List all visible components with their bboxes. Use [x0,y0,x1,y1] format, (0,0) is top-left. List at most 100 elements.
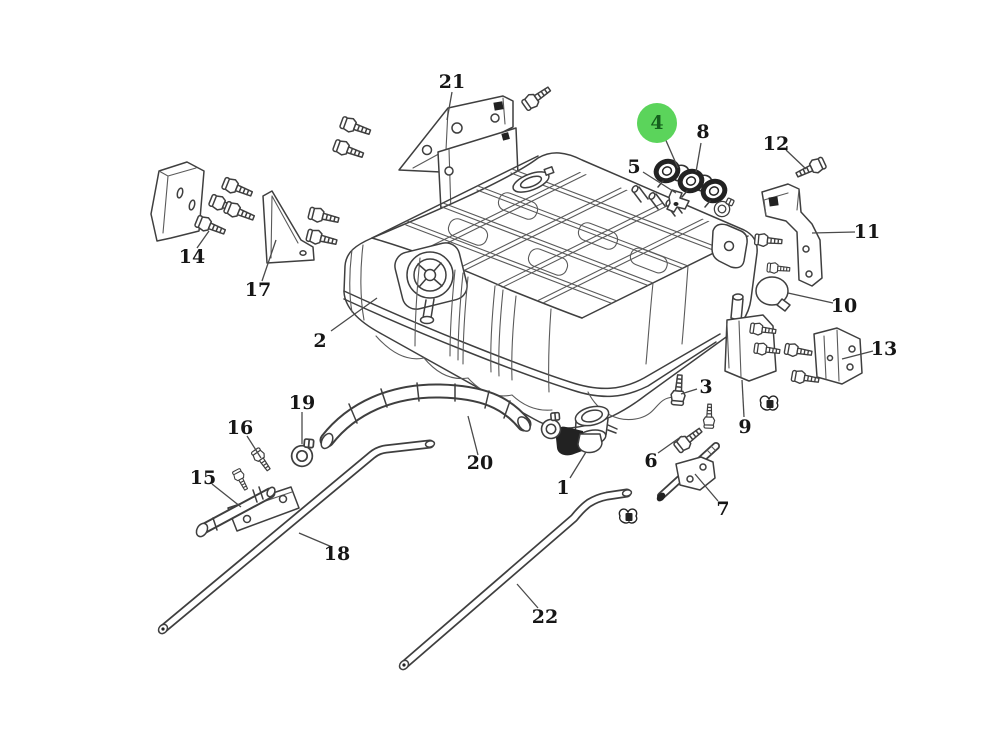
bracket-11 [761,183,823,287]
callout-leader-line [663,135,679,169]
hose-clamp-19 [288,436,319,469]
fitting-5 [666,189,690,213]
pipe-7-with-bracket [656,442,720,502]
fuel-tank-body [343,152,758,429]
callout-number: 4 [650,112,663,134]
bolt [766,261,791,276]
callout-10[interactable]: 10 [787,292,857,317]
pipe-22 [398,488,633,671]
callout-leader-line [695,142,702,173]
callout-leader-line [261,239,277,282]
bolt [790,368,821,388]
bolt [753,232,784,249]
hose-20 [319,382,532,450]
pipe-15-with-flange [195,486,300,538]
callout-number: 2 [313,330,326,352]
callout-22[interactable]: 22 [516,583,558,628]
callout-21[interactable]: 21 [439,71,465,121]
bolt [193,213,228,240]
callout-number: 12 [763,133,789,155]
callout-18[interactable]: 18 [298,532,350,565]
callout-16[interactable]: 16 [227,417,262,459]
callout-number: 21 [439,71,465,93]
callout-20[interactable]: 20 [467,415,493,474]
filler-cap [394,242,468,325]
bracket-21 [398,95,514,173]
callout-14[interactable]: 14 [179,230,210,268]
valve-1 [555,405,618,456]
callout-leader-line [196,230,210,249]
bolt [519,82,554,113]
callout-number: 13 [871,338,897,360]
callout-leader-line [680,388,698,395]
callout-6[interactable]: 6 [644,435,683,472]
bolt [338,114,373,140]
bolt [222,199,257,226]
callout-5[interactable]: 5 [627,156,677,194]
callout-number: 6 [644,450,657,472]
callout-8[interactable]: 8 [695,121,710,173]
bolt [306,205,341,228]
callout-leader-line [569,451,587,479]
callout-leader-line [467,415,479,456]
bolt [783,341,814,361]
callout-11[interactable]: 11 [811,221,880,243]
callout-leader-line [246,435,262,459]
callout-7[interactable]: 7 [694,473,730,520]
callout-3[interactable]: 3 [680,376,713,398]
callout-15[interactable]: 15 [190,467,242,508]
callout-leader-line [642,171,677,194]
bracket-14 [150,161,205,242]
callout-12[interactable]: 12 [763,133,807,170]
callout-17[interactable]: 17 [245,239,277,301]
callout-leader-line [787,292,834,304]
pipe-18 [157,439,436,635]
callout-number: 1 [556,477,569,499]
callout-leader-line [330,297,378,332]
callout-9[interactable]: 9 [738,379,752,438]
callout-leader-line [298,532,333,548]
callout-number: 19 [289,392,315,414]
callout-number: 14 [179,246,205,268]
callout-leader-line [211,483,242,508]
callout-number: 3 [699,376,712,398]
callout-2[interactable]: 2 [313,297,378,352]
callout-number: 18 [324,543,350,565]
bolt [230,467,252,493]
callout-number: 20 [467,452,493,474]
callout-19[interactable]: 19 [289,392,315,444]
callout-number: 11 [854,221,880,243]
callout-1[interactable]: 1 [556,451,587,499]
callout-number: 8 [696,121,709,143]
callout-number: 22 [532,606,558,628]
callout-4[interactable]: 4 [637,103,679,169]
bolt-16 [249,446,274,474]
sensor-cap-cluster [653,158,728,208]
callout-13[interactable]: 13 [841,338,897,360]
callout-number: 15 [190,467,216,489]
bracket-17 [262,190,315,264]
hose-clamp-10 [755,276,791,312]
callout-leader-line [741,379,745,418]
pipe-clip-center [618,508,638,524]
callout-leader-line [841,350,874,360]
callout-leader-line [785,149,807,170]
bolt [220,175,255,202]
callout-leader-line [694,473,719,502]
callout-number: 17 [245,279,271,301]
bolt [702,403,716,429]
callout-number: 16 [227,417,253,439]
callout-number: 10 [831,295,857,317]
pipe-clip-right [759,395,779,411]
bolt [331,137,366,163]
callout-number: 9 [738,416,751,438]
callout-leader-line [446,91,453,121]
callout-leader-line [516,583,539,609]
bracket-13 [813,327,863,385]
callout-leader-line [811,231,856,234]
callout-number: 5 [627,156,640,178]
bolt-12 [793,155,828,182]
